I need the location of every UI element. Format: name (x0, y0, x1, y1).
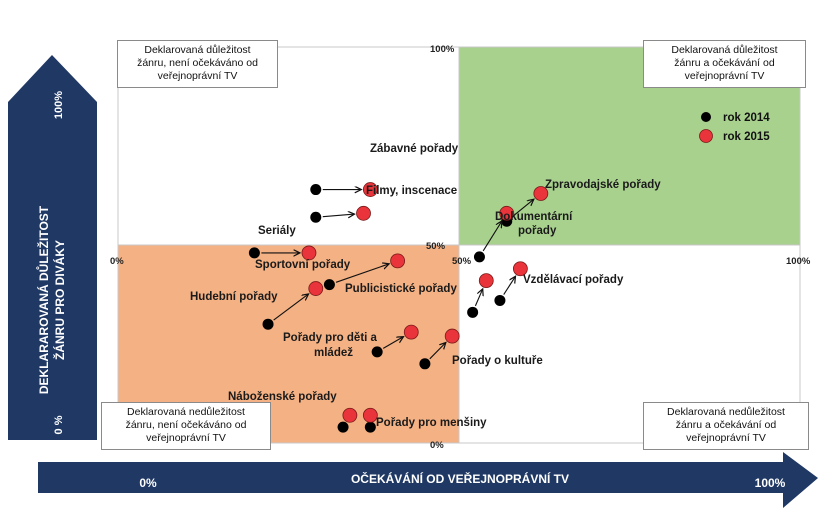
trend-arrow (503, 276, 516, 295)
point-2014 (364, 421, 376, 433)
x-axis-arrow-band (38, 452, 818, 508)
legend-label-2015: rok 2015 (723, 131, 770, 143)
point-2015 (362, 182, 378, 197)
point-2014 (310, 184, 322, 196)
quadrant-top-right-line2: žánru a očekávání od (674, 57, 775, 69)
quadrant-bottom-right-line2: žánru a očekávání od (675, 419, 777, 431)
point-2014 (262, 318, 274, 330)
point-label-dokumentarni: Dokumentární pořady (495, 211, 576, 237)
trend-arrow (273, 294, 309, 321)
trend-arrow (482, 221, 502, 252)
quadrant-bottom-left-box: Deklarovaná nedůležitost žánru, není oče… (101, 402, 271, 450)
point-2014 (473, 251, 485, 263)
trend-arrow (382, 337, 403, 349)
tick-y-50: 50% (426, 241, 446, 252)
point-label-deti: Pořady pro děti a mládež (283, 332, 380, 359)
point-2014 (248, 247, 260, 259)
point-2014 (419, 358, 431, 370)
trend-arrow (322, 214, 355, 217)
point-2015 (342, 407, 358, 423)
point-2015 (362, 407, 378, 423)
y-axis-min-label: 0 % (53, 415, 65, 434)
point-label-kultura: Pořady o kultuře (452, 355, 543, 367)
point-2015 (390, 253, 406, 269)
quadrant-bottom-right-line1: Deklarovaná nedůležitost (667, 406, 785, 418)
x-axis-band-left-block (38, 462, 118, 493)
point-2014 (310, 211, 322, 223)
point-2015 (356, 205, 371, 221)
quadrant-bottom-left-line2: žánru, není očekáváno od (125, 419, 247, 431)
quadrant-top-left-line2: žánru, není očekáváno od (137, 57, 258, 69)
point-2015 (444, 328, 460, 344)
legend-marker-2014 (701, 112, 711, 122)
quadrant-bottom-right-box: Deklarovaná nedůležitost žánru a očekává… (643, 402, 809, 450)
point-label-zabavne: Zábavné pořady (370, 143, 459, 155)
point-label-serialy: Seriály (258, 225, 296, 237)
point-label-hudebni: Hudební pořady (190, 291, 278, 303)
legend-marker-2015 (699, 129, 713, 143)
point-label-sportovni: Sportovní pořady (255, 259, 351, 271)
point-2014 (323, 279, 335, 291)
point-2015 (301, 245, 317, 261)
point-2015 (403, 324, 419, 340)
quadrant-top-right-box: Deklarovaná důležitost žánru a očekávání… (643, 40, 806, 88)
point-2014 (337, 421, 349, 433)
trend-arrow (429, 342, 446, 360)
chart-marks (248, 182, 549, 433)
quadrant-bottom-right-line3: veřejnoprávní TV (686, 432, 766, 444)
point-2015 (533, 186, 549, 201)
point-label-nabozenske: Náboženské pořady (228, 391, 337, 403)
point-label-zpravodajske: Zpravodajské pořady (545, 179, 661, 191)
point-2015 (308, 281, 324, 296)
quadrant-top-right-line3: veřejnoprávní TV (684, 70, 765, 82)
quadrant-top-left-line1: Deklarovaná důležitost (144, 44, 251, 56)
quadrant-bottom-left-line1: Deklarovaná nedůležitost (127, 406, 245, 418)
y-axis-max-label: 100% (53, 91, 65, 119)
quadrant-bottom-left-line3: veřejnoprávní TV (146, 432, 226, 444)
quadrant-top-left-box: Deklarovaná důležitost žánru, není očeká… (117, 40, 278, 88)
x-axis-min-label: 0% (139, 476, 157, 490)
point-label-publicisticke: Publicistické pořady (345, 283, 457, 295)
point-label-vzdelavaci: Vzdělávací pořady (523, 274, 624, 286)
trend-arrow (511, 199, 534, 218)
y-axis-label-line2: ŽÁNRU PRO DIVÁKY (52, 240, 67, 360)
point-2014 (467, 306, 479, 318)
x-axis-label: OČEKÁVÁNÍ OD VEŘEJNOPRÁVNÍ TV (351, 471, 569, 486)
tick-y-0: 0% (430, 440, 444, 451)
point-label-filmy: Filmy, inscenace (366, 185, 457, 197)
quadrant-top-left-line3: veřejnoprávní TV (157, 70, 238, 82)
y-axis-label-line1: DEKLARAROVANÁ DŮLEŽITOST (35, 205, 51, 394)
y-axis-arrow-band (8, 55, 97, 440)
legend-label-2014: rok 2014 (723, 112, 770, 124)
tick-x-100: 100% (786, 256, 811, 267)
quadrant-top-right-line1: Deklarovaná důležitost (671, 44, 778, 56)
point-2015 (478, 273, 494, 289)
x-axis-max-label: 100% (755, 476, 786, 490)
tick-x-50: 50% (452, 256, 472, 267)
point-2015 (499, 205, 515, 221)
tick-x-0: 0% (110, 256, 124, 267)
point-2015 (512, 261, 528, 277)
point-2014 (494, 294, 506, 306)
point-label-mensiny: Pořady pro menšiny (376, 417, 487, 429)
trend-arrow (335, 264, 389, 283)
point-2014 (371, 346, 383, 358)
tick-y-100: 100% (430, 44, 455, 55)
trend-arrow (474, 289, 482, 307)
